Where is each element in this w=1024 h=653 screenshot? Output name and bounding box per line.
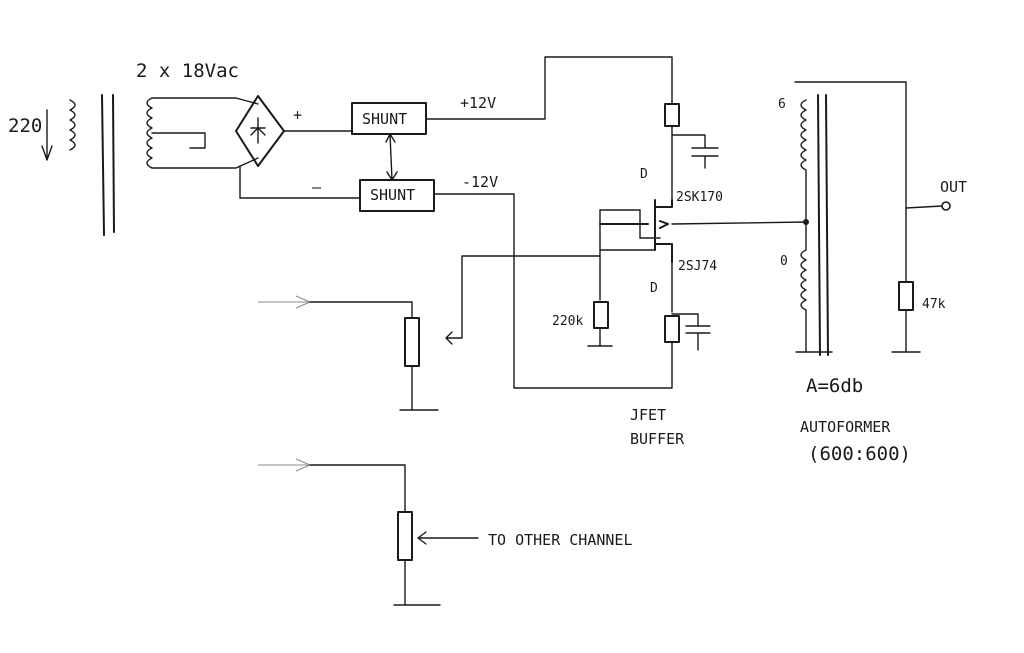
autoformer-winding-bottom (800, 221, 807, 353)
other-channel-label: TO OTHER CHANNEL (488, 531, 633, 549)
gain-label: A=6db (806, 375, 863, 397)
transformer-secondary-winding (146, 97, 153, 169)
input-arrow-2 (258, 458, 312, 472)
transformer-primary-winding (69, 99, 76, 151)
shunt-top-label: SHUNT (362, 110, 407, 128)
output-wire (905, 205, 943, 209)
other-channel-arrow (417, 531, 479, 545)
volume-potentiometer (404, 317, 420, 367)
input-section: TO OTHER CHANNEL (258, 295, 633, 606)
positive-rail-wire (425, 56, 673, 120)
autoformer-core (817, 94, 829, 356)
decoupling-cap-top (671, 134, 719, 169)
decoupling-cap-bottom (671, 313, 711, 351)
out-label: OUT (940, 178, 967, 196)
resistor-47k-label: 47k (922, 297, 946, 312)
resistor-220k (593, 301, 609, 329)
power-supply: 220 2 x 18Vac + — SHUNT SHUNT +12V -12V (8, 56, 673, 389)
secondary-voltage-label: 2 x 18Vac (136, 60, 239, 82)
shunt-link-arrow (385, 133, 398, 181)
drain-resistor-bottom (664, 315, 680, 343)
negative-sign: — (312, 178, 322, 196)
shunt-regulator-bottom (359, 179, 435, 212)
drain-label-top: D (640, 167, 648, 182)
tap-label-bottom: 0 (780, 254, 788, 269)
fet-top-label: 2SK170 (676, 190, 723, 205)
secondary-wiring (151, 97, 259, 169)
gate-bias-wire (445, 249, 656, 345)
tap-label-top: 6 (778, 97, 786, 112)
channel-potentiometer (397, 511, 413, 561)
buffer-output-wire (671, 221, 807, 225)
jfet-buffer: D 2SK170 2SJ74 D 220k JFET BUFFER (445, 103, 809, 448)
autoformer: 6 0 OUT 47k A=6db AUTOFORMER (600:600) (778, 81, 967, 465)
input-arrow-1 (258, 295, 312, 309)
resistor-220k-label: 220k (552, 314, 583, 329)
drain-resistor-top (664, 103, 680, 127)
positive-rail-label: +12V (460, 94, 496, 112)
positive-sign: + (293, 106, 302, 124)
buffer-title-line1: JFET (630, 406, 666, 424)
drain-label-bottom: D (650, 281, 658, 296)
negative-rail-label: -12V (462, 173, 498, 191)
fet-bottom-label: 2SJ74 (678, 259, 717, 274)
out-terminal[interactable] (941, 201, 951, 211)
transformer-core (101, 94, 115, 236)
mains-arrow (41, 109, 53, 161)
autoformer-top-wire (794, 81, 907, 209)
jfet-pair-symbol (599, 199, 673, 263)
autoformer-winding-top (800, 99, 807, 223)
shunt-bottom-label: SHUNT (370, 186, 415, 204)
mains-voltage-label: 220 (8, 115, 42, 137)
negative-bridge-wire (239, 165, 361, 199)
bridge-rectifier (235, 95, 285, 167)
negative-rail-wire (433, 193, 673, 389)
autoformer-title-line2: (600:600) (808, 443, 911, 465)
autoformer-title-line1: AUTOFORMER (800, 418, 891, 436)
buffer-title-line2: BUFFER (630, 430, 685, 448)
resistor-47k (898, 281, 914, 311)
